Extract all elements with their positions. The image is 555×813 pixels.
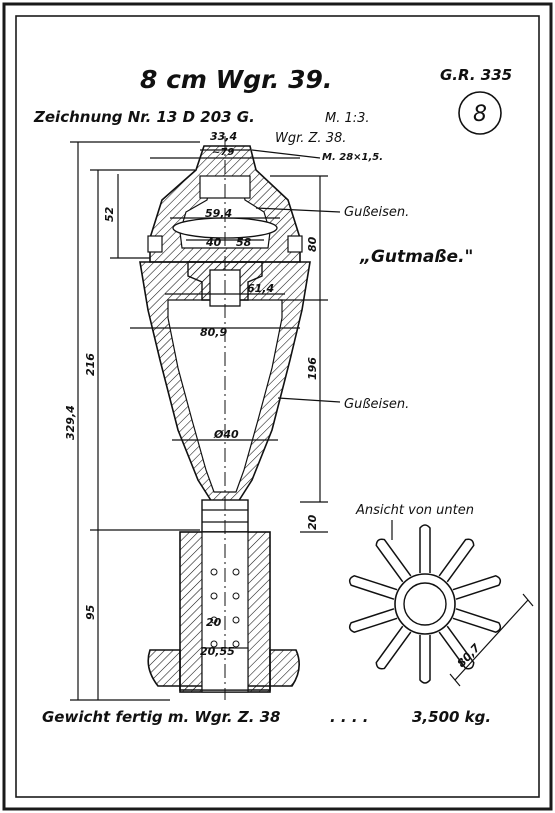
dim-height-20: 20 [306, 514, 319, 530]
mortar-shell-section [139, 136, 311, 700]
scale-label: M. 1:3. [325, 111, 370, 126]
tail-fin [419, 524, 431, 573]
dim-height-80: 80 [306, 236, 319, 252]
dim-height-196: 196 [306, 357, 319, 380]
dim-bore-20: 20 [206, 616, 222, 629]
span-line [454, 599, 529, 681]
dim-diameter-40: 40 [205, 236, 222, 249]
inner-frame [15, 15, 540, 798]
tail-fin-section [147, 649, 300, 691]
dim-diameter-79: ~79 [212, 147, 234, 158]
shoulder-lug-right [287, 235, 303, 253]
material-label-top: Gußeisen. [344, 205, 409, 220]
dim-diameter-33: 33,4 [210, 130, 237, 143]
dim-diameter-640: Ø40 [213, 428, 239, 441]
flash-hole [232, 616, 240, 624]
fin-hub-inner [403, 582, 447, 626]
tail-fin [348, 574, 398, 600]
dim-height-216: 216 [84, 353, 97, 376]
flash-hole [210, 616, 218, 624]
thread-label: M. 28×1,5. [322, 152, 383, 163]
tolerance-note: „Gutmaße." [359, 247, 473, 267]
dim-bore-20-55: 20,55 [200, 645, 235, 658]
tail-fin [438, 538, 475, 583]
bottom-view: Ansicht von unten 80,7 [348, 503, 534, 687]
weight-value: 3,500 kg. [412, 708, 491, 726]
flash-hole [232, 568, 240, 576]
tail-fin [375, 625, 412, 670]
dimensions [70, 141, 341, 701]
weight-label: Gewicht fertig m. Wgr. Z. 38 [42, 708, 281, 726]
dim-height-52: 52 [103, 206, 116, 222]
flash-hole [232, 640, 240, 648]
tail-fin [375, 538, 412, 583]
dim-diameter-59: 59,4 [205, 207, 232, 220]
flash-hole [210, 568, 218, 576]
fuze-label: Wgr. Z. 38. [275, 131, 346, 146]
drawing-title: 8 cm Wgr. 39. [140, 65, 332, 94]
dim-diameter-80: 80,9 [200, 326, 227, 339]
fin-hub-outer [394, 573, 456, 635]
shoulder-lug-left [147, 235, 163, 253]
drawing-number: Zeichnung Nr. 13 D 203 G. [33, 108, 255, 126]
material-label-body: Gußeisen. [344, 397, 409, 412]
flash-hole [232, 592, 240, 600]
tail-fin [419, 635, 431, 684]
tail-fin [452, 574, 502, 600]
sheet-number: 8 [473, 102, 487, 127]
dim-height-95: 95 [84, 604, 97, 620]
tail-fin [452, 608, 502, 634]
body-cavity [167, 299, 283, 493]
flash-hole [210, 640, 218, 648]
bottom-view-title: Ansicht von unten [355, 503, 474, 518]
dim-height-329: 329,4 [64, 405, 77, 440]
drawing-code: G.R. 335 [440, 66, 512, 84]
dim-diameter-58: 58 [236, 236, 252, 249]
tail-fin [348, 608, 398, 634]
dim-diameter-61: 61,4 [247, 282, 274, 295]
weight-dots: . . . . [330, 708, 368, 726]
tail-fins [348, 524, 502, 684]
sheet-number-circle [458, 91, 502, 135]
flash-hole [210, 592, 218, 600]
